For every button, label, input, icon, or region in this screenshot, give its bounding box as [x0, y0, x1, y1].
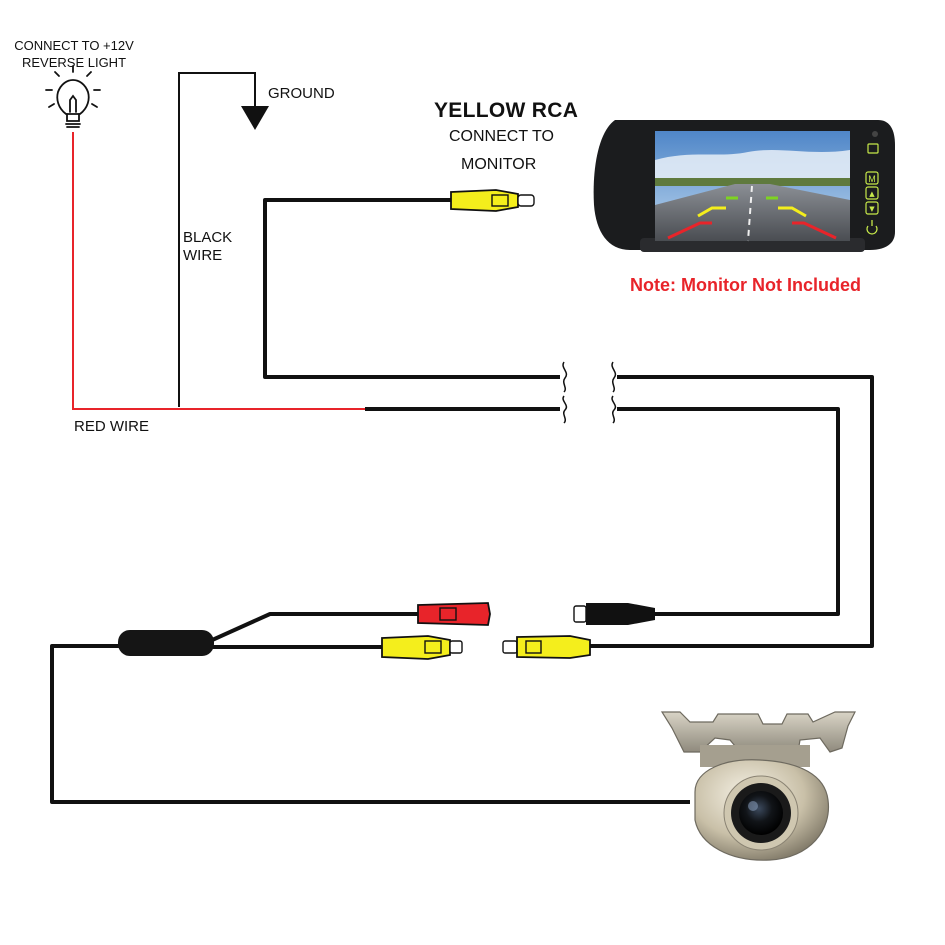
monitor-button-up [865, 186, 879, 200]
backup-camera [660, 711, 856, 861]
monitor-power-icon [866, 220, 878, 235]
black-wire-label-line2: WIRE [183, 247, 223, 264]
mirror-monitor: M ▲ ▼ [593, 120, 895, 252]
camera-harness-cable [50, 612, 690, 804]
reverse-light-label-line2: REVERSE LIGHT [21, 55, 127, 70]
monitor-button-down [865, 201, 879, 215]
monitor-label: MONITOR [461, 156, 537, 173]
black-ground-wire [178, 72, 256, 407]
cable-break-marks [562, 361, 617, 424]
yellow-rca-harness-connector [381, 635, 463, 660]
connect-to-label: CONNECT TO [449, 128, 554, 145]
power-cable-right [617, 407, 840, 616]
camera-lens-icon [739, 791, 783, 835]
red-wire [72, 132, 365, 410]
video-cable-right [590, 375, 874, 648]
yellow-rca-extension-connector [502, 635, 591, 659]
reverse-light-label-line1: CONNECT TO +12V [14, 38, 134, 53]
black-wire-label: BLACK WIRE [183, 229, 232, 265]
monitor-button-down-label: ▼ [869, 205, 875, 213]
yellow-rca-monitor-connector [450, 189, 535, 212]
red-wire-label: RED WIRE [74, 418, 149, 435]
video-cable-left [263, 198, 560, 379]
ground-arrow-icon [241, 106, 269, 130]
black-power-connector [573, 603, 655, 625]
ground-label: GROUND [268, 85, 335, 102]
light-bulb-icon [45, 65, 101, 128]
black-wire-label-line1: BLACK [183, 229, 233, 246]
monitor-screen [655, 131, 850, 242]
monitor-button-up-label: ▲ [869, 190, 875, 198]
yellow-rca-title: YELLOW RCA [434, 99, 579, 122]
harness-splitter [118, 630, 214, 656]
reverse-light-label: CONNECT TO +12V REVERSE LIGHT [14, 37, 134, 71]
monitor-button-m [865, 171, 879, 185]
monitor-not-included-note: Note: Monitor Not Included [630, 275, 861, 295]
red-rca-connector [417, 602, 491, 626]
monitor-button-m-label: M [868, 174, 876, 184]
